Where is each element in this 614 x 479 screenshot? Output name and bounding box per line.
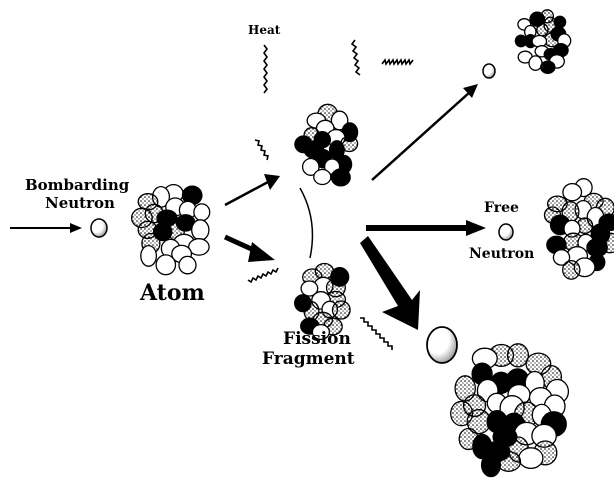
heat-squiggle: [254, 139, 269, 161]
atom-label: Atom: [139, 280, 205, 306]
nucleon: [540, 60, 556, 74]
nucleon: [300, 280, 319, 297]
nucleon: [331, 300, 351, 320]
heat-squiggle: [350, 39, 361, 76]
bombarding-arrow: [10, 223, 82, 233]
nucleon: [178, 255, 197, 275]
nucleon: [330, 168, 351, 187]
free-neutron-label: Neutron: [469, 246, 534, 262]
nucleus-bottom: [450, 343, 570, 478]
nucleon: [531, 34, 548, 48]
bombarding-label: Bombarding: [25, 176, 130, 194]
nucleus-top-right: [514, 9, 572, 74]
bombarding-neutron: [90, 218, 108, 238]
nucleon: [191, 219, 210, 241]
heat-squiggle: [381, 58, 414, 66]
nucleon: [152, 222, 173, 242]
arrow-down-right: [360, 236, 420, 330]
fission-fragment-upper: [294, 103, 359, 187]
arrow-up-right: [371, 84, 478, 181]
split-arrow-upper: [224, 174, 280, 207]
heat-squiggle: [263, 44, 268, 94]
nucleon: [562, 182, 583, 202]
heat-squiggle: [247, 267, 279, 284]
fragment-label: Fragment: [262, 349, 355, 369]
split-arrow-lower: [223, 234, 275, 262]
heat-label: Heat: [248, 23, 281, 37]
nucleon: [155, 254, 177, 276]
neutron-bottom: [426, 326, 458, 364]
fission-fragment-lower: [294, 262, 351, 341]
arrow-right: [366, 220, 486, 236]
nucleon: [562, 259, 581, 280]
split-line: [299, 187, 314, 259]
nucleus-right: [543, 178, 614, 280]
nucleon: [480, 452, 502, 478]
bombarding-neutron-label: Neutron: [45, 194, 115, 212]
nucleon: [552, 249, 571, 266]
heat-squiggle: [360, 317, 393, 350]
nucleon: [301, 157, 320, 176]
nucleon: [528, 55, 543, 71]
nucleon: [536, 23, 549, 37]
atom-nucleus: [130, 183, 211, 276]
nucleon: [518, 447, 544, 470]
free-label: Free: [484, 200, 519, 216]
nucleon: [193, 203, 211, 222]
neutron-top: [482, 63, 496, 79]
free-neutron: [498, 223, 514, 241]
nucleon: [313, 168, 332, 186]
nucleon: [188, 238, 210, 256]
nucleon: [311, 323, 331, 341]
fission-label: Fission: [283, 329, 351, 349]
nucleon: [140, 244, 158, 267]
heat-squiggles: [247, 39, 414, 350]
